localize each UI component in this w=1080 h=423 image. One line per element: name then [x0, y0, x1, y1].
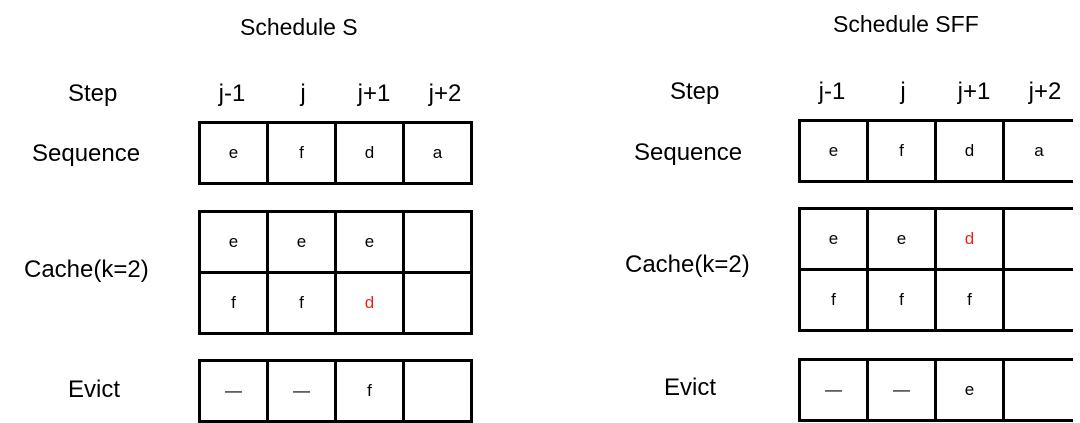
cache-grid: e e e f f d — [198, 210, 473, 335]
cache-cell-new: d — [337, 274, 405, 335]
cache-cell: e — [869, 210, 937, 271]
cache-cell: f — [801, 271, 869, 332]
cache-grid: e e d f f f — [798, 207, 1073, 332]
sequence-label: Sequence — [32, 140, 141, 167]
schedule-sff-title: Schedule SFF — [833, 11, 979, 37]
step-header: j-1 — [818, 78, 846, 105]
sequence-cell: a — [405, 124, 473, 185]
evict-grid: — — f — [198, 359, 473, 423]
evict-cell — [405, 362, 473, 423]
cache-cell — [1005, 271, 1073, 332]
sequence-cell: d — [337, 124, 405, 185]
step-label: Step — [68, 80, 118, 107]
sequence-cell: e — [201, 124, 269, 185]
evict-cell: — — [269, 362, 337, 423]
step-header: j+2 — [1028, 78, 1062, 105]
cache-cell: f — [269, 274, 337, 335]
sequence-cell: f — [269, 124, 337, 185]
sequence-cell: d — [937, 122, 1005, 183]
cache-cell: f — [937, 271, 1005, 332]
evict-cell — [1005, 361, 1073, 422]
cache-cell — [405, 213, 473, 274]
step-label: Step — [670, 78, 720, 105]
cache-cell: e — [801, 210, 869, 271]
cache-cell: f — [201, 274, 269, 335]
sequence-cell: a — [1005, 122, 1073, 183]
sequence-grid: e f d a — [798, 119, 1073, 183]
step-header: j+2 — [428, 80, 462, 107]
evict-cell: — — [869, 361, 937, 422]
cache-cell: e — [201, 213, 269, 274]
evict-grid: — — e — [798, 358, 1073, 422]
cache-label: Cache(k=2) — [625, 251, 750, 278]
step-header: j — [300, 80, 306, 107]
evict-label: Evict — [68, 376, 121, 403]
cache-cell — [405, 274, 473, 335]
evict-cell: — — [801, 361, 869, 422]
schedule-s-title: Schedule S — [240, 14, 358, 40]
cache-cell: f — [869, 271, 937, 332]
sequence-grid: e f d a — [198, 121, 473, 185]
step-header: j-1 — [218, 80, 246, 107]
cache-cell: e — [269, 213, 337, 274]
evict-label: Evict — [664, 374, 717, 401]
step-header: j — [900, 78, 906, 105]
sequence-cell: e — [801, 122, 869, 183]
sequence-label: Sequence — [634, 139, 743, 166]
evict-cell: f — [337, 362, 405, 423]
schedule-s-panel: Schedule S Step Sequence Cache(k=2) Evic… — [0, 0, 540, 423]
cache-label: Cache(k=2) — [24, 256, 149, 283]
cache-cell — [1005, 210, 1073, 271]
step-header: j+1 — [957, 78, 991, 105]
evict-cell: — — [201, 362, 269, 423]
schedule-sff-panel: Schedule SFF Step Sequence Cache(k=2) Ev… — [600, 0, 1080, 422]
cache-cell: e — [337, 213, 405, 274]
cache-cell-new: d — [937, 210, 1005, 271]
evict-cell: e — [937, 361, 1005, 422]
step-header: j+1 — [357, 80, 391, 107]
sequence-cell: f — [869, 122, 937, 183]
